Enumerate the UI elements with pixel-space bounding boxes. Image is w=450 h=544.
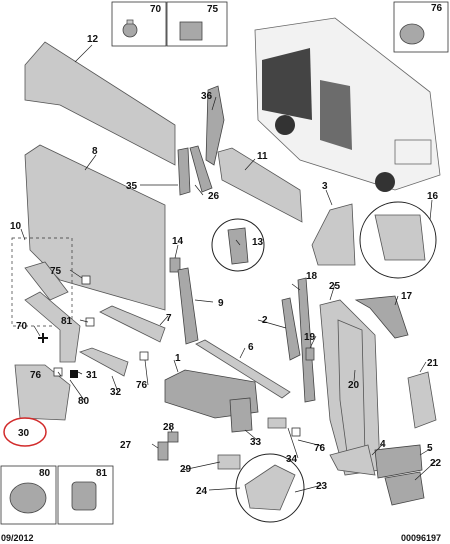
part-22-bracket — [384, 471, 425, 506]
fastener-box-80 — [0, 465, 57, 525]
footer-date: 09/2012 — [1, 533, 34, 543]
callout-4: 4 — [380, 439, 386, 450]
callout-81: 81 — [61, 316, 73, 327]
part-11-panel — [217, 147, 303, 223]
callout-25: 25 — [329, 281, 341, 292]
callout-76-a: 76 — [30, 370, 42, 381]
marker-76c — [291, 427, 301, 437]
part-34-plate — [267, 417, 287, 429]
callout-3: 3 — [322, 181, 328, 192]
part-5-bracket — [374, 444, 423, 479]
callout-7: 7 — [166, 313, 172, 324]
callout-17: 17 — [401, 291, 413, 302]
callout-21: 21 — [427, 358, 439, 369]
part-27-clip — [157, 441, 169, 461]
fastener-box-81 — [57, 465, 114, 525]
callout-11: 11 — [257, 151, 268, 162]
callout-8: 8 — [92, 146, 98, 157]
part-26-pillar — [189, 145, 213, 193]
callout-81-box: 81 — [96, 468, 108, 479]
callout-16: 16 — [427, 191, 439, 202]
marker-31 — [70, 370, 78, 378]
part-7-sill — [99, 305, 166, 343]
callout-75-top: 75 — [207, 4, 219, 15]
highlight-ring — [3, 417, 47, 447]
callout-76-top: 76 — [431, 3, 443, 14]
callout-32: 32 — [110, 387, 122, 398]
callout-19: 19 — [304, 332, 316, 343]
marker-81 — [85, 317, 95, 327]
fastener-box-70 — [111, 1, 167, 47]
part-9-pillar — [177, 267, 199, 345]
callout-27: 27 — [120, 440, 132, 451]
callout-10: 10 — [10, 221, 22, 232]
callout-18: 18 — [306, 271, 318, 282]
callout-22: 22 — [430, 458, 442, 469]
callout-80: 80 — [78, 396, 90, 407]
part-6-sill — [195, 339, 291, 399]
part-30-panel — [14, 364, 71, 421]
callout-75: 75 — [50, 266, 62, 277]
part-21-panel — [407, 371, 437, 429]
part-81-trim — [24, 291, 81, 363]
part-36-bracket — [205, 85, 225, 166]
fastener-box-75 — [166, 1, 228, 47]
callout-2: 2 — [262, 315, 268, 326]
callout-70-top: 70 — [150, 4, 162, 15]
callout-5: 5 — [427, 443, 433, 454]
marker-75 — [81, 275, 91, 285]
van-illustration — [254, 17, 441, 192]
part-2-pillar — [281, 297, 301, 361]
part-19-clip — [305, 347, 315, 361]
callout-1: 1 — [175, 353, 181, 364]
callout-80-box: 80 — [39, 468, 51, 479]
part-4-panel — [329, 444, 376, 476]
callout-31: 31 — [86, 370, 98, 381]
callout-36: 36 — [201, 91, 213, 102]
marker-70-cross — [38, 333, 48, 343]
part-10-group — [11, 237, 73, 327]
part-35-pillar — [177, 147, 191, 196]
callout-23: 23 — [316, 481, 328, 492]
callout-28: 28 — [163, 422, 175, 433]
callout-35: 35 — [126, 181, 138, 192]
callout-9: 9 — [218, 298, 224, 309]
fastener-box-76 — [393, 1, 449, 53]
callout-14: 14 — [172, 236, 184, 247]
callout-24: 24 — [196, 486, 208, 497]
footer-ref: 00096197 — [401, 533, 441, 543]
marker-76b — [139, 351, 149, 361]
part-17-bracket — [354, 295, 409, 339]
callout-70: 70 — [16, 321, 28, 332]
callout-30: 30 — [18, 428, 30, 439]
callout-6: 6 — [248, 342, 254, 353]
callout-34: 34 — [286, 454, 298, 465]
callout-76-b: 76 — [136, 380, 148, 391]
callout-33: 33 — [250, 437, 262, 448]
callout-13: 13 — [252, 237, 264, 248]
part-3-panel — [311, 203, 356, 266]
callout-12: 12 — [87, 34, 99, 45]
callout-20: 20 — [348, 380, 360, 391]
callout-26: 26 — [208, 191, 220, 202]
part-33-bracket — [229, 397, 253, 433]
callout-76-c: 76 — [314, 443, 326, 454]
part-12-panel — [24, 41, 176, 166]
part-28-clip — [167, 431, 179, 443]
part-8-panel — [24, 144, 166, 311]
part-32-sill — [79, 347, 129, 377]
callout-29: 29 — [180, 464, 192, 475]
part-29-plate — [217, 454, 241, 470]
part-18-pillar — [297, 277, 316, 403]
